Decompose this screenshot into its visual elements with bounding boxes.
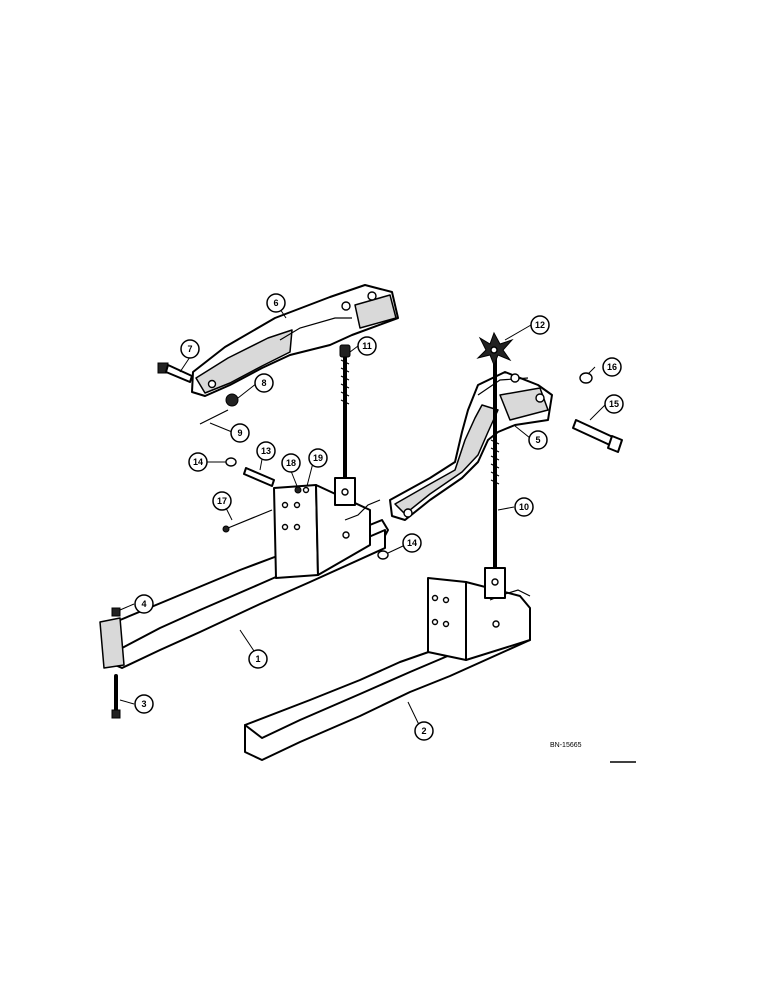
clip-16: [579, 372, 593, 384]
pin-13: [243, 467, 275, 487]
clevis-hole: [341, 488, 349, 496]
left-lower-frame: [99, 484, 389, 669]
frame-hole: [442, 620, 450, 628]
callout-label: 9: [237, 428, 242, 438]
bolt-3: [111, 674, 121, 719]
callout-label: 2: [421, 726, 426, 736]
callout-label: 13: [261, 446, 271, 456]
star-knob: [476, 331, 514, 367]
right-lower-frame: [244, 577, 531, 761]
frame-hole: [431, 594, 439, 602]
callout-label: 3: [141, 699, 146, 709]
callout-3: 3: [134, 694, 154, 714]
knob-hub: [490, 346, 498, 354]
callout-5: 5: [528, 430, 548, 450]
right-adjusting-screw: [484, 358, 506, 599]
reference-number: BN-15665: [550, 742, 582, 749]
washer-14-right: [377, 550, 389, 560]
left-adjusting-screw: [334, 344, 356, 506]
upper-right-arm: [389, 371, 553, 521]
callout-label: 1: [255, 654, 260, 664]
frame-hole: [281, 523, 289, 531]
callout-label: 14: [407, 538, 417, 548]
callout-9: 9: [230, 423, 250, 443]
arm-hole: [207, 379, 217, 389]
callout-8: 8: [254, 373, 274, 393]
callout-label: 17: [217, 496, 227, 506]
callout-19: 19: [308, 448, 328, 468]
frame-hole: [442, 596, 450, 604]
part-18: [294, 486, 302, 494]
callout-10: 10: [514, 497, 534, 517]
frame-hole: [342, 531, 350, 539]
screw-head: [339, 344, 351, 358]
callout-label: 4: [141, 599, 146, 609]
callout-label: 10: [519, 502, 529, 512]
frame-hole: [281, 501, 289, 509]
callout-14-right: 14: [402, 533, 422, 553]
callout-label: 6: [273, 298, 278, 308]
callout-16: 16: [602, 357, 622, 377]
callout-label: 16: [607, 362, 617, 372]
arm-hole: [403, 508, 413, 518]
frame-hole: [431, 618, 439, 626]
callout-11: 11: [357, 336, 377, 356]
callout-7: 7: [180, 339, 200, 359]
washer-14-left: [225, 457, 237, 467]
callout-15: 15: [604, 394, 624, 414]
callout-17: 17: [212, 491, 232, 511]
callout-14-left: 14: [188, 452, 208, 472]
arm-hole: [510, 373, 520, 383]
callout-label: 18: [286, 458, 296, 468]
bolt-7: [157, 362, 193, 383]
upper-left-arm: [191, 284, 399, 397]
callout-label: 11: [362, 341, 372, 351]
cotter-pin-9: [199, 409, 229, 425]
pin-15: [572, 419, 623, 453]
callout-6: 6: [266, 293, 286, 313]
arm-hole: [535, 393, 545, 403]
frame-hole: [293, 523, 301, 531]
callout-2: 2: [414, 721, 434, 741]
nut-8: [225, 393, 239, 407]
nut-4: [111, 607, 121, 617]
arm-hole: [367, 291, 377, 301]
callout-13: 13: [256, 441, 276, 461]
callout-12: 12: [530, 315, 550, 335]
frame-hole: [492, 620, 500, 628]
bolt-17: [222, 509, 273, 533]
callout-label: 7: [187, 344, 192, 354]
callout-label: 8: [261, 378, 266, 388]
frame-hole: [293, 501, 301, 509]
clevis-hole: [491, 578, 499, 586]
callout-label: 14: [193, 457, 203, 467]
callout-label: 19: [313, 453, 323, 463]
callout-label: 15: [609, 399, 619, 409]
callout-4: 4: [134, 594, 154, 614]
callout-label: 5: [535, 435, 540, 445]
callout-18: 18: [281, 453, 301, 473]
part-19: [302, 486, 310, 494]
arm-hole: [341, 301, 351, 311]
callout-label: 12: [535, 320, 545, 330]
callout-1: 1: [248, 649, 268, 669]
